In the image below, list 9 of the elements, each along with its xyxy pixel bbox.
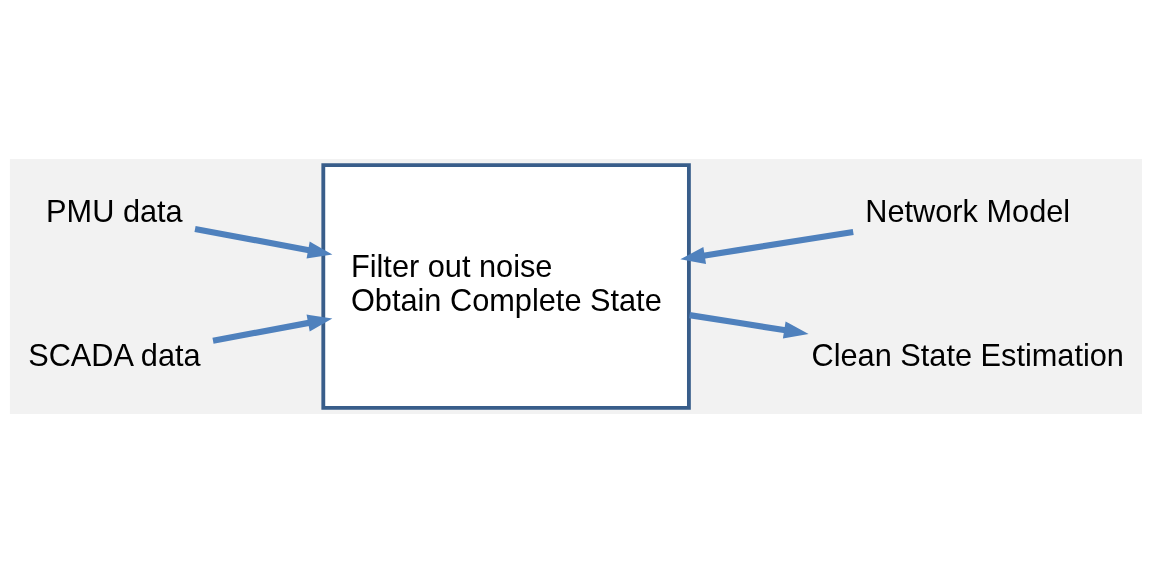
arrow: [212, 314, 333, 344]
node-text: PMU data: [46, 193, 183, 229]
arrow: [680, 228, 854, 264]
node-box: Filter out noise Obtain Complete State: [321, 162, 691, 410]
node-text: SCADA data: [28, 337, 201, 373]
node-text: Clean State Estimation: [811, 337, 1124, 373]
arrow: [689, 311, 809, 339]
node-text: Network Model: [865, 193, 1071, 229]
arrow: [194, 225, 333, 258]
